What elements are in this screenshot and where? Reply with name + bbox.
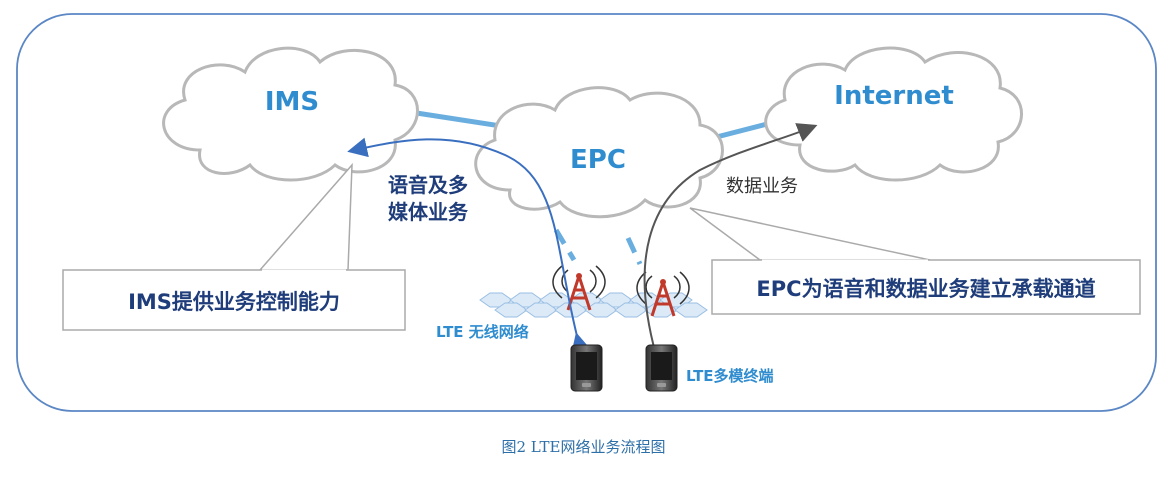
- lte-terminal-label: LTE多模终端: [686, 367, 774, 385]
- epc-callout-text: EPC为语音和数据业务建立承载通道: [756, 277, 1095, 301]
- voice-path-arrow: [347, 137, 591, 355]
- voice-multimedia-label-line2: 媒体业务: [388, 200, 469, 224]
- ims-callout-pointer: [258, 162, 353, 271]
- epc-label: EPC: [570, 145, 626, 175]
- mobile-phone-icon: [570, 344, 603, 392]
- internet-label: Internet: [834, 81, 954, 111]
- data-service-label: 数据业务: [726, 176, 798, 197]
- figure-caption: 图2 LTE网络业务流程图: [501, 438, 666, 456]
- epc-callout-pointer: [689, 207, 931, 261]
- ims-label: IMS: [265, 87, 319, 117]
- mobile-phone-icon: [645, 344, 678, 392]
- ims-cloud: IMS: [162, 46, 419, 182]
- diagram-frame: [16, 13, 1157, 412]
- data-path-arrow: [643, 123, 818, 370]
- epc-cloud: EPC: [474, 86, 724, 219]
- epc-tower2-dash: [625, 236, 643, 266]
- voice-multimedia-label-line1: 语音及多: [388, 173, 468, 197]
- lte-wireless-label: LTE 无线网络: [436, 323, 529, 341]
- ims-callout-text: IMS提供业务控制能力: [128, 290, 340, 314]
- internet-cloud: Internet: [764, 46, 1023, 182]
